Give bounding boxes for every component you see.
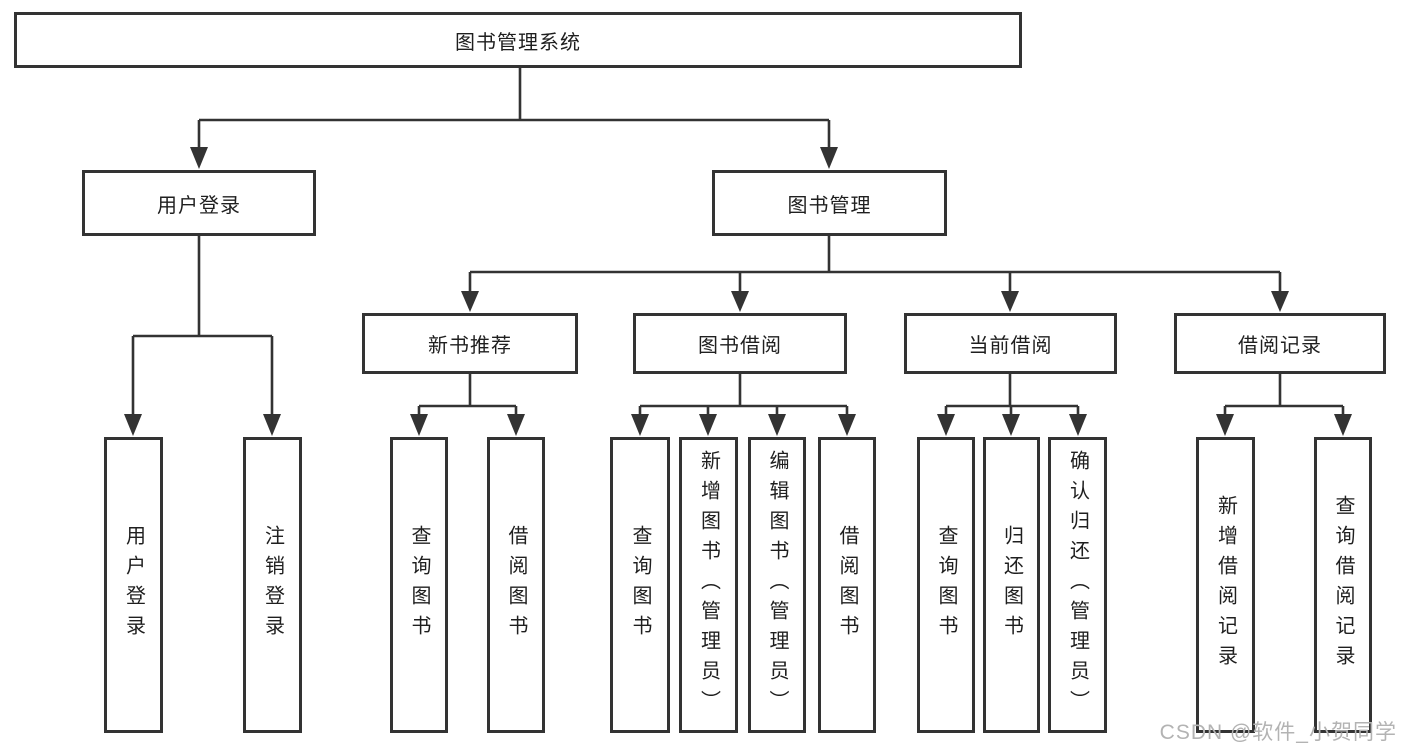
leaf-logout-login: 注销登录 <box>243 437 302 733</box>
node-new-book-recommendation: 新书推荐 <box>362 313 578 374</box>
connector-user-login-children <box>131 236 274 418</box>
node-label: 图书管理 <box>787 194 872 217</box>
csdn-watermark: CSDN @软件_小贺同学 <box>1159 721 1397 744</box>
leaf-query-books-borrowing: 查询图书 <box>610 437 670 733</box>
node-label: 新书推荐 <box>428 335 512 357</box>
leaf-return-books: 归还图书 <box>983 437 1040 733</box>
connector-recommendation-children <box>417 374 518 418</box>
node-label: 查询图书 <box>935 525 957 645</box>
node-label: 注销登录 <box>261 525 284 645</box>
node-user-login: 用户登录 <box>82 170 316 236</box>
leaf-add-borrow-record: 新增借阅记录 <box>1196 437 1255 733</box>
node-label: 归还图书 <box>1000 525 1023 645</box>
node-borrowing-records: 借阅记录 <box>1174 313 1386 374</box>
connector-root-to-level2 <box>197 68 831 150</box>
node-label: 图书借阅 <box>698 335 782 357</box>
node-label: 借阅图书 <box>505 525 527 645</box>
node-current-borrowing: 当前借阅 <box>904 313 1117 374</box>
node-label: 查询图书 <box>629 525 651 645</box>
leaf-add-books-admin: 新增图书（管理员） <box>679 437 738 733</box>
leaf-query-books-recommendation: 查询图书 <box>390 437 448 733</box>
leaf-borrow-books-recommendation: 借阅图书 <box>487 437 545 733</box>
node-label: 当前借阅 <box>968 335 1053 357</box>
connector-records-children <box>1223 374 1345 418</box>
leaf-confirm-return-admin: 确认归还（管理员） <box>1048 437 1107 733</box>
node-label: 借阅记录 <box>1238 335 1322 357</box>
node-label: 借阅图书 <box>836 525 858 645</box>
node-label: 图书管理系统 <box>455 31 581 54</box>
connector-current-children <box>944 374 1080 418</box>
node-book-borrowing: 图书借阅 <box>633 313 847 374</box>
node-label: 查询借阅记录 <box>1332 495 1354 675</box>
leaf-query-books-current: 查询图书 <box>917 437 975 733</box>
leaf-borrow-books-borrowing: 借阅图书 <box>818 437 876 733</box>
node-label: 新增图书（管理员） <box>697 450 720 720</box>
connector-book-management-children <box>468 236 1282 295</box>
node-library-management-system: 图书管理系统 <box>14 12 1022 68</box>
node-label: 用户登录 <box>157 194 241 217</box>
connector-borrowing-children <box>638 374 849 418</box>
node-book-management: 图书管理 <box>712 170 947 236</box>
leaf-user-login: 用户登录 <box>104 437 163 733</box>
leaf-query-borrow-record: 查询借阅记录 <box>1314 437 1372 733</box>
node-label: 查询图书 <box>408 525 430 645</box>
node-label: 确认归还（管理员） <box>1066 450 1089 720</box>
node-label: 用户登录 <box>122 525 145 645</box>
leaf-edit-books-admin: 编辑图书（管理员） <box>748 437 806 733</box>
node-label: 编辑图书（管理员） <box>766 450 788 720</box>
node-label: 新增借阅记录 <box>1214 495 1237 675</box>
